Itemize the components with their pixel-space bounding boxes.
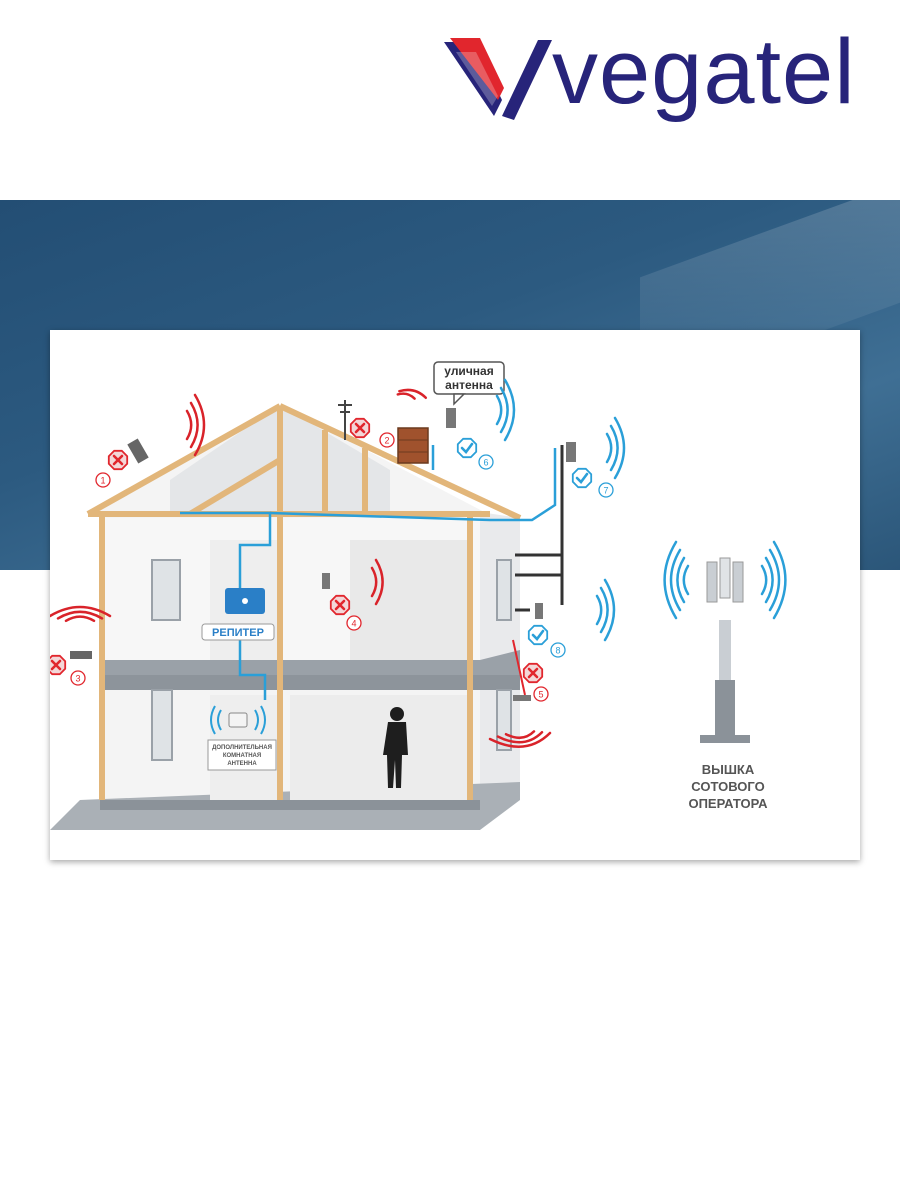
tower-label-2: СОТОВОГО	[691, 779, 764, 794]
antenna-2-icon	[338, 400, 352, 440]
status-marker-5: 5	[522, 662, 549, 702]
antenna-8-icon	[535, 603, 543, 619]
indoor-antenna-label-3: АНТЕННА	[227, 761, 257, 767]
antenna-1-waves	[185, 393, 206, 457]
signal-waves	[50, 378, 787, 748]
marker-number: 8	[555, 646, 560, 656]
antenna-2-waves	[396, 388, 428, 400]
marker-number: 1	[100, 476, 105, 486]
chimney	[397, 427, 429, 464]
cable-network	[180, 445, 557, 700]
check-icon	[527, 624, 549, 646]
antenna-3-icon	[70, 651, 92, 659]
antenna-6-icon	[446, 408, 456, 428]
logo-mark-icon	[444, 38, 552, 120]
antenna-7-waves	[605, 416, 626, 480]
tower-waves-left	[663, 540, 690, 620]
repeater-device: РЕПИТЕР	[201, 588, 275, 641]
status-markers: 1 2 3 4 5 6 7 8	[50, 417, 614, 702]
status-marker-6: 6	[456, 437, 494, 470]
antenna-6-waves	[495, 378, 516, 442]
marker-number: 3	[75, 674, 80, 684]
vegatel-logo: vegatel	[440, 22, 880, 130]
outdoor-mast	[515, 445, 564, 612]
windows	[151, 559, 512, 761]
marker-number: 5	[538, 690, 543, 700]
brand-name: vegatel	[552, 21, 856, 123]
check-icon	[456, 437, 478, 459]
indoor-antenna: ДОПОЛНИТЕЛЬНАЯ КОМНАТНАЯ АНТЕННА	[207, 705, 277, 771]
indoor-antenna-label-2: КОМНАТНАЯ	[223, 753, 261, 759]
status-marker-1: 1	[95, 449, 129, 488]
status-marker-7: 7	[571, 467, 614, 498]
diagram-card: РЕПИТЕР ДОПОЛНИТЕЛЬНАЯ КОМНАТНАЯ АНТЕННА…	[50, 330, 860, 860]
status-marker-8: 8	[527, 624, 566, 658]
person-silhouette	[383, 707, 408, 788]
street-antenna-callout: уличная антенна	[433, 361, 505, 406]
antenna-1-icon	[127, 438, 149, 464]
coverage-diagram: РЕПИТЕР ДОПОЛНИТЕЛЬНАЯ КОМНАТНАЯ АНТЕННА…	[50, 361, 787, 830]
marker-number: 7	[603, 486, 608, 496]
antenna-3-waves	[50, 605, 112, 623]
cell-tower: ВЫШКА СОТОВОГО ОПЕРАТОРА	[688, 557, 768, 811]
tower-label-3: ОПЕРАТОРА	[688, 796, 768, 811]
marker-number: 2	[384, 436, 389, 446]
antenna-8-waves	[595, 578, 616, 642]
tower-label-1: ВЫШКА	[702, 762, 755, 777]
check-icon	[571, 467, 593, 489]
marker-number: 6	[483, 458, 488, 468]
antenna-7-icon	[566, 442, 576, 462]
tower-waves-right	[760, 540, 787, 620]
indoor-antenna-label-1: ДОПОЛНИТЕЛЬНАЯ	[212, 745, 272, 751]
repeater-label: РЕПИТЕР	[212, 627, 264, 639]
street-antenna-label-2: антенна	[445, 378, 493, 392]
status-marker-3: 3	[50, 654, 86, 686]
status-marker-2: 2	[349, 417, 395, 448]
antenna-4-icon	[322, 573, 330, 589]
antenna-5-waves	[488, 730, 552, 748]
status-marker-4: 4	[329, 594, 362, 631]
marker-number: 4	[351, 619, 356, 629]
street-antenna-label-1: уличная	[444, 364, 493, 378]
antenna-4-waves	[370, 558, 384, 606]
antenna-5-icon	[512, 639, 531, 701]
